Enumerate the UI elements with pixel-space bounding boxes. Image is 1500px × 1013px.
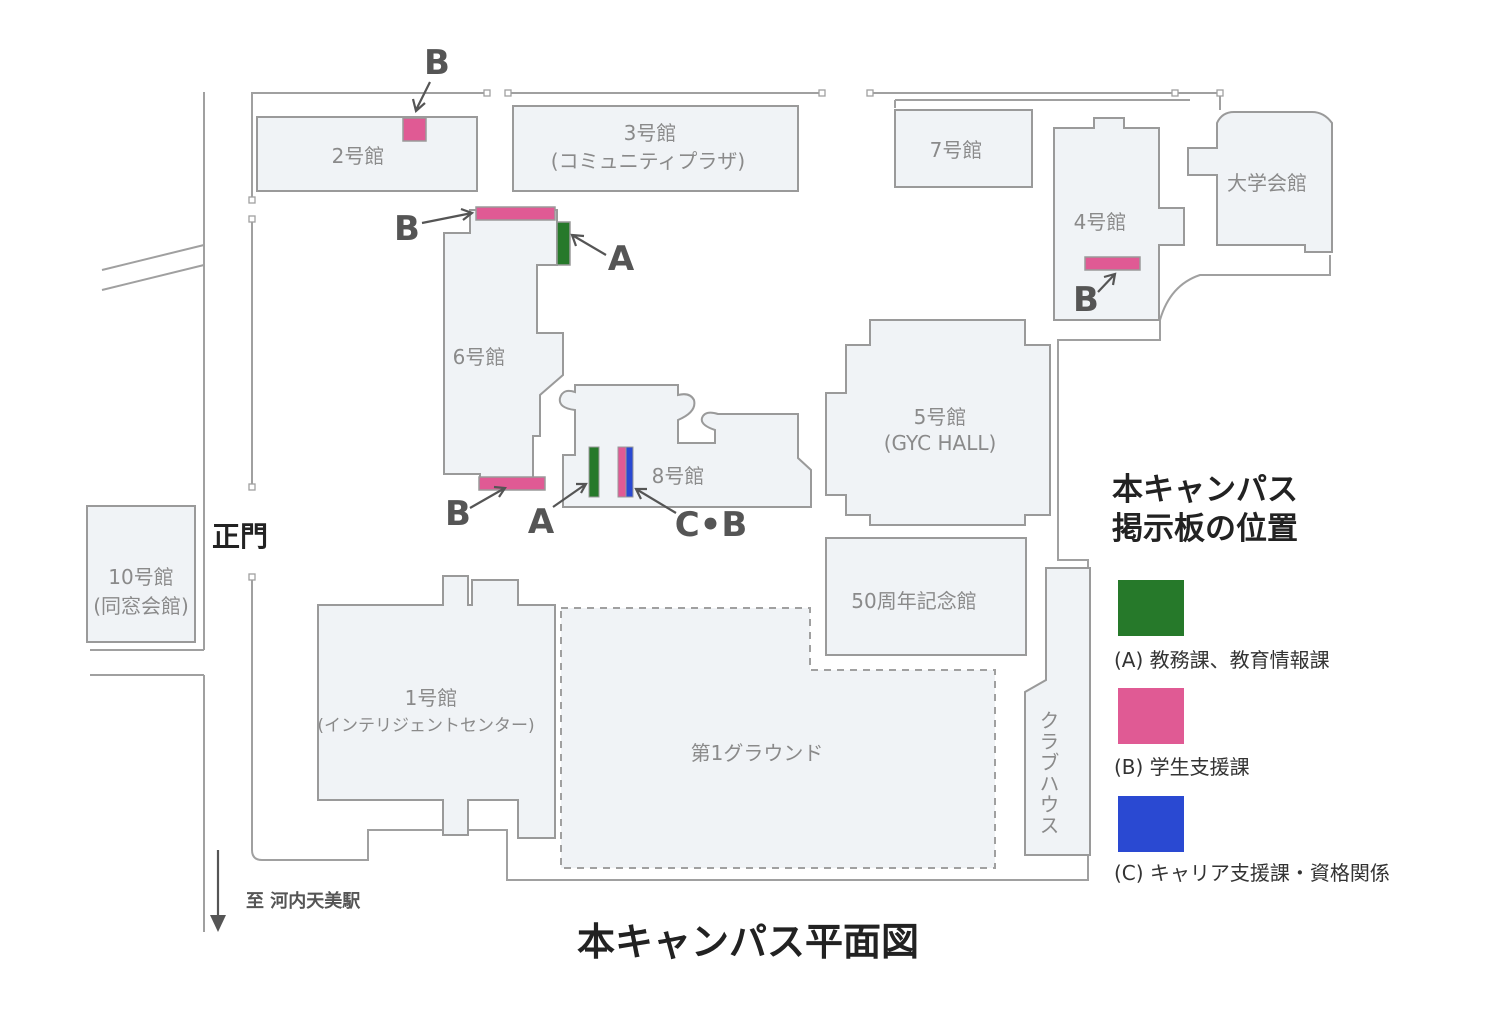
label-building-8: 8号館 <box>652 464 705 488</box>
arrow-a6 <box>570 233 607 256</box>
marker-b4: B <box>1073 280 1099 320</box>
label-building-1-sub: (インテリジェントセンター) <box>317 716 534 736</box>
legend-label-a: (A) 教務課、教育情報課 <box>1114 648 1330 672</box>
legend-label-c: (C) キャリア支援課・資格関係 <box>1114 861 1390 885</box>
board-b-building-2[interactable] <box>402 117 427 142</box>
fence-node <box>1216 89 1224 97</box>
board-c-building-8[interactable] <box>625 446 634 498</box>
legend-swatch-c <box>1118 796 1184 852</box>
building-1[interactable] <box>317 575 556 839</box>
building-labels: 2号館 3号館 (コミュニティプラザ) 7号館 4号館 大学会館 6号館 8号館… <box>93 121 1307 836</box>
west-road-top <box>101 244 205 271</box>
label-ground-1: 第1グラウンド <box>691 741 824 765</box>
fence-ne <box>870 92 1221 110</box>
building-5[interactable] <box>825 319 1051 526</box>
building-6[interactable] <box>443 209 564 483</box>
board-b-building-8[interactable] <box>617 446 627 498</box>
label-clubhouse: クラブハウス <box>1036 710 1060 836</box>
fence-node <box>248 483 256 491</box>
arrow-a8 <box>552 482 588 508</box>
marker-b6-bottom: B <box>445 494 471 534</box>
arrow-cb8 <box>634 487 677 514</box>
building-10[interactable] <box>86 505 196 643</box>
fence-south <box>251 577 1089 881</box>
label-building-10: 10号館 <box>108 565 173 589</box>
ground-1[interactable] <box>560 607 996 869</box>
label-building-3: 3号館 <box>624 121 677 145</box>
building-7[interactable] <box>894 109 1033 188</box>
marker-a6: A <box>608 239 635 279</box>
fence-node <box>1171 89 1179 97</box>
label-building-5: 5号館 <box>914 405 967 429</box>
station-arrow-head <box>210 915 226 932</box>
fence-east <box>1057 255 1331 570</box>
fence-nw <box>251 92 487 200</box>
fence-ne-inner <box>894 99 1190 108</box>
label-building-2: 2号館 <box>332 144 385 168</box>
legend-title-line1: 本キャンパス <box>1112 472 1298 508</box>
building-50th[interactable] <box>825 537 1027 656</box>
board-a-building-8[interactable] <box>588 446 600 498</box>
marker-a8: A <box>528 502 555 542</box>
label-building-3-sub: (コミュニティプラザ) <box>551 149 745 173</box>
marker-b2: B <box>424 43 450 83</box>
legend-swatch-b <box>1118 688 1184 744</box>
label-building-1: 1号館 <box>405 686 458 710</box>
arrow-b4 <box>1097 272 1117 293</box>
fence-node <box>248 215 256 223</box>
building-daigakukaikan[interactable] <box>1187 111 1333 253</box>
fence-node <box>248 196 256 204</box>
west-road-bottom <box>101 264 205 291</box>
building-2[interactable] <box>256 116 478 192</box>
arrow-b6-top <box>421 207 475 225</box>
label-building-7: 7号館 <box>930 138 983 162</box>
main-gate-label: 正門 <box>212 520 268 553</box>
arrow-b6-bottom <box>469 485 507 509</box>
board-b-building-6-top[interactable] <box>475 206 556 221</box>
marker-cb8: C•B <box>675 505 748 545</box>
board-b-building-6-bottom[interactable] <box>478 476 546 491</box>
legend: 本キャンパス 掲示板の位置 (A) 教務課、教育情報課 (B) 学生支援課 (C… <box>1112 472 1390 885</box>
clubhouse[interactable] <box>1024 567 1091 856</box>
legend-title-line2: 掲示板の位置 <box>1112 511 1298 547</box>
legend-swatch-a <box>1118 580 1184 636</box>
board-b-building-4[interactable] <box>1084 256 1141 271</box>
legend-label-b: (B) 学生支援課 <box>1114 755 1250 779</box>
buildings <box>86 105 1333 869</box>
building-3[interactable] <box>512 105 799 192</box>
fence-node <box>866 89 874 97</box>
label-building-5-sub: (GYC HALL) <box>884 431 997 455</box>
station-label: 至 河内天美駅 <box>246 890 361 912</box>
fence-node <box>818 89 826 97</box>
label-building-4: 4号館 <box>1074 210 1127 234</box>
bulletin-boards <box>402 117 1141 498</box>
label-daigakukaikan: 大学会館 <box>1227 171 1307 195</box>
label-building-50th: 50周年記念館 <box>851 589 976 613</box>
board-a-building-6[interactable] <box>556 221 571 266</box>
fence-node <box>248 573 256 581</box>
label-building-6: 6号館 <box>453 345 506 369</box>
fence-node <box>483 89 491 97</box>
arrow-b2 <box>411 81 431 114</box>
label-building-10-sub: (同窓会館) <box>93 594 189 618</box>
map-title: 本キャンパス平面図 <box>577 920 919 964</box>
marker-b6-top: B <box>394 209 420 249</box>
markers: B B A B B A C•B <box>394 43 1117 545</box>
station-direction: 至 河内天美駅 <box>210 850 361 932</box>
roads <box>90 89 1331 932</box>
fence-node <box>504 89 512 97</box>
